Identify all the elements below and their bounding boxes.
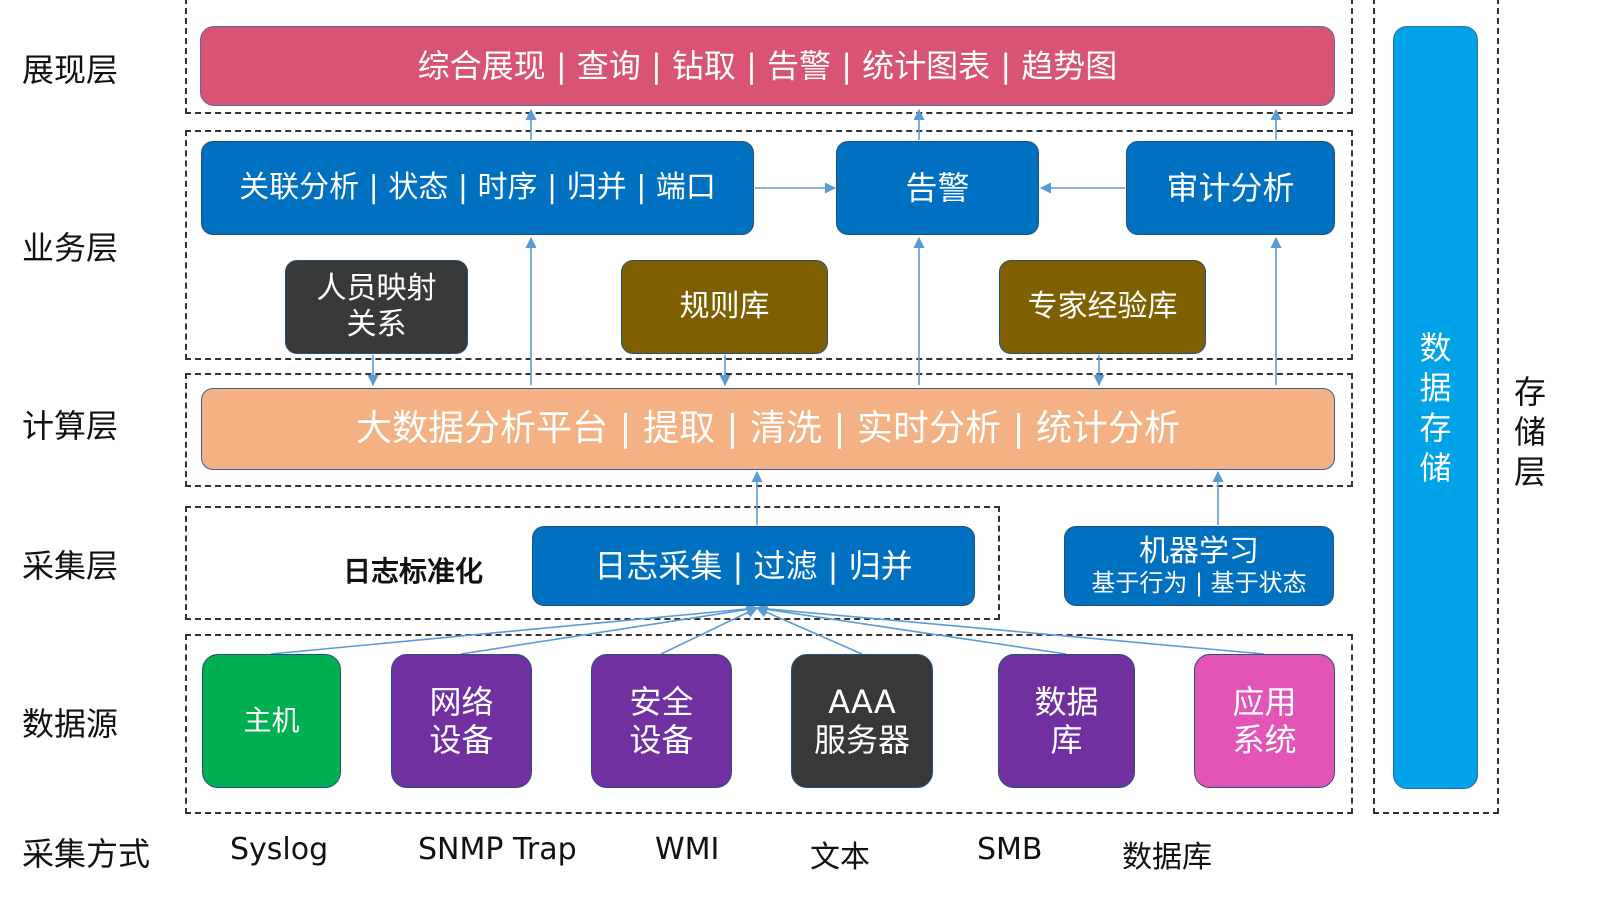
machine-learning-subtitle: 基于行为 | 基于状态 [1091, 569, 1307, 597]
bigdata-platform-box: 大数据分析平台 | 提取 | 清洗 | 实时分析 | 统计分析 [201, 388, 1335, 470]
audit-analysis-box: 审计分析 [1126, 141, 1335, 235]
machine-learning-title: 机器学习 [1139, 534, 1259, 569]
expert-library-box: 专家经验库 [999, 260, 1206, 354]
business-layer-frame [185, 130, 1353, 360]
method-database: 数据库 [1122, 840, 1212, 875]
source-database-box: 数据 库 [998, 654, 1135, 788]
layer-label-business: 业务层 [22, 229, 119, 267]
layer-label-presentation: 展现层 [22, 51, 119, 89]
layer-label-storage: 存 储 层 [1514, 373, 1547, 491]
storage-layer-frame [1373, 0, 1499, 814]
layer-label-compute: 计算层 [22, 407, 119, 445]
machine-learning-box: 机器学习 基于行为 | 基于状态 [1064, 526, 1334, 606]
log-normalization-label: 日志标准化 [343, 555, 484, 588]
layer-label-collect: 采集层 [22, 547, 119, 585]
collect-layer-frame [185, 506, 1000, 620]
method-syslog: Syslog [230, 832, 329, 867]
presentation-layer-frame [185, 0, 1353, 114]
method-smb: SMB [977, 832, 1043, 867]
source-layer-frame [185, 634, 1353, 814]
layer-label-method: 采集方式 [22, 835, 151, 873]
compute-layer-frame [185, 373, 1353, 487]
source-aaa-server-box: AAA 服务器 [791, 654, 933, 788]
source-network-device-box: 网络 设备 [391, 654, 532, 788]
method-text: 文本 [810, 840, 870, 875]
method-wmi: WMI [655, 832, 720, 867]
rule-library-box: 规则库 [621, 260, 828, 354]
layer-label-source: 数据源 [22, 705, 119, 743]
source-application-system-box: 应用 系统 [1194, 654, 1335, 788]
source-security-device-box: 安全 设备 [591, 654, 732, 788]
method-snmp-trap: SNMP Trap [418, 832, 577, 867]
source-host-box: 主机 [202, 654, 341, 788]
person-mapping-box: 人员映射 关系 [285, 260, 468, 354]
presentation-box: 综合展现 | 查询 | 钻取 | 告警 | 统计图表 | 趋势图 [200, 26, 1335, 106]
alert-box: 告警 [836, 141, 1039, 235]
data-storage-box: 数 据 存 储 [1393, 26, 1478, 789]
log-collection-box: 日志采集 | 过滤 | 归并 [532, 526, 975, 606]
correlation-analysis-box: 关联分析 | 状态 | 时序 | 归并 | 端口 [201, 141, 754, 235]
